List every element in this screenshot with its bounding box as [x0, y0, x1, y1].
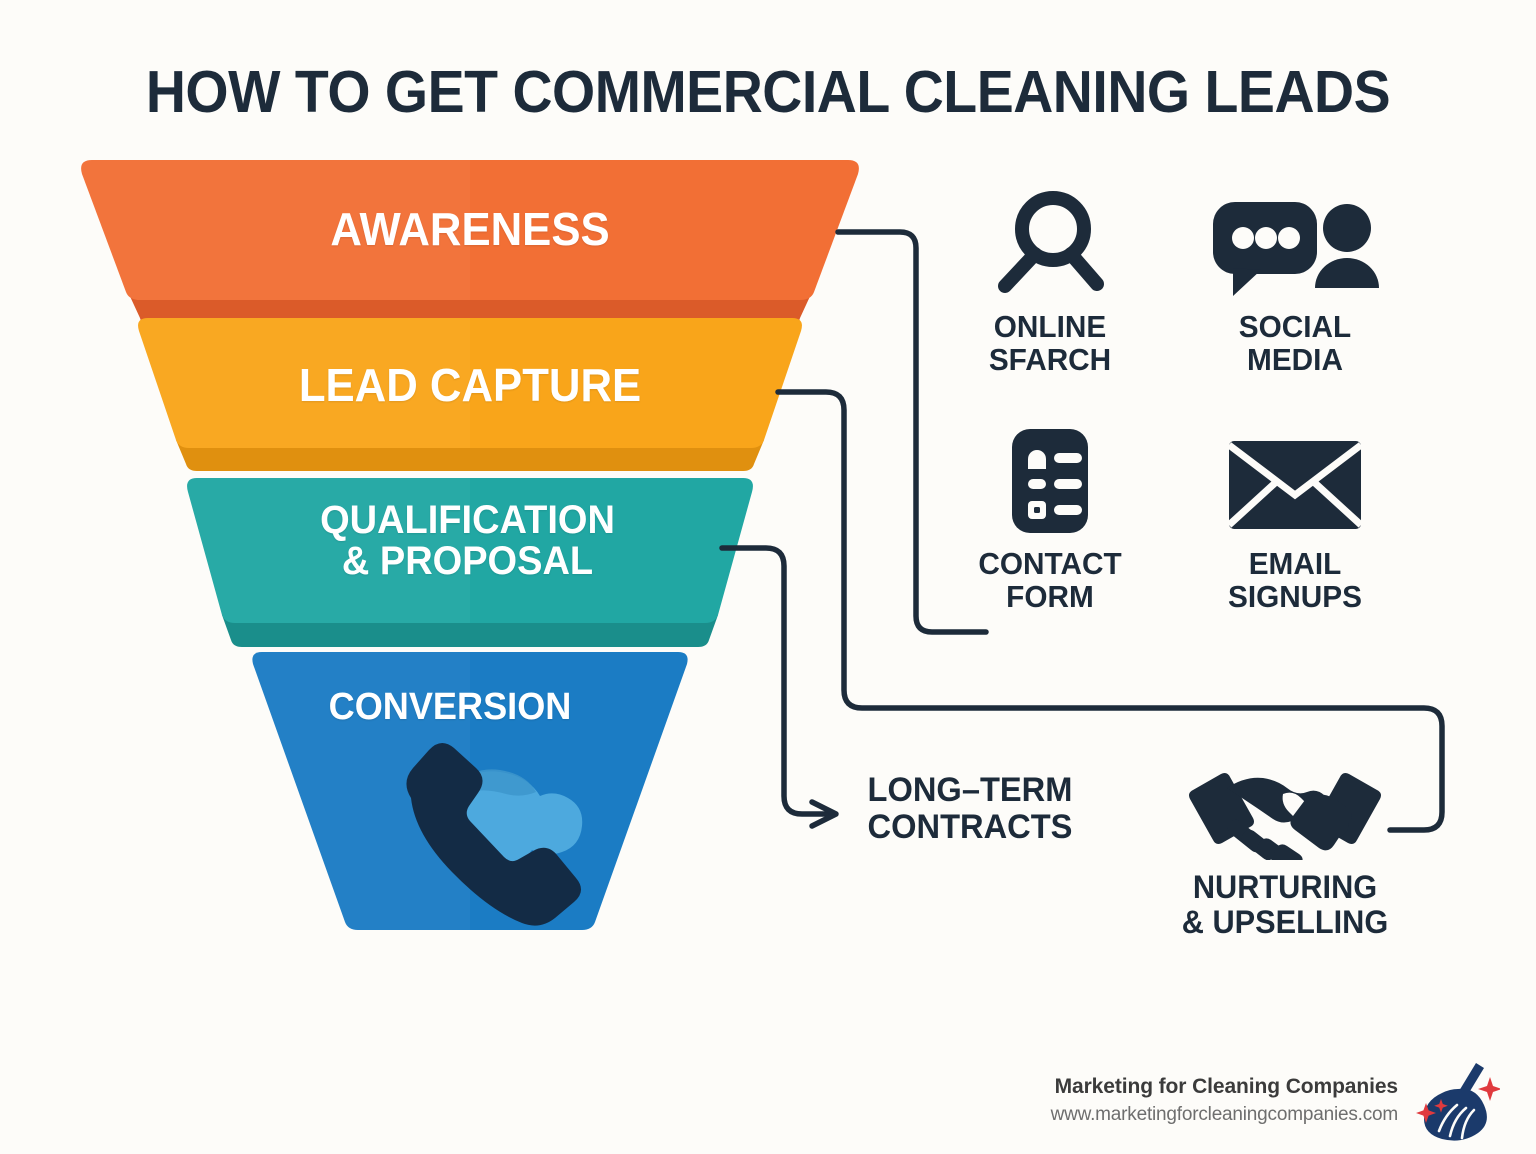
- channel-online-search[interactable]: ONLINE SFARCH: [905, 188, 1195, 377]
- broom-sparkle-icon: [1414, 1055, 1502, 1146]
- page-title: HOW TO GET COMMERCIAL CLEANING LEADS: [145, 59, 1391, 125]
- footer-text: Marketing for Cleaning Companies www.mar…: [1050, 1075, 1399, 1126]
- phone-call-icon: [406, 742, 583, 926]
- channel-caption-email-signups: EMAIL SIGNUPS: [1228, 546, 1362, 615]
- funnel-label-lead-capture: LEAD CAPTURE: [298, 359, 642, 411]
- envelope-icon: [1150, 425, 1440, 537]
- funnel-label-awareness: AWARENESS: [330, 203, 610, 255]
- footer-brand: Marketing for Cleaning Companies: [1054, 1075, 1398, 1098]
- footer: Marketing for Cleaning Companies www.mar…: [900, 1055, 1502, 1146]
- channel-caption-nurturing-upselling: NURTURING & UPSELLING: [1181, 869, 1389, 940]
- channel-contact-form[interactable]: CONTACT FORM: [905, 425, 1195, 614]
- channel-caption-online-search: ONLINE SFARCH: [988, 309, 1112, 378]
- channel-social-media[interactable]: SOCIAL MEDIA: [1150, 188, 1440, 377]
- chat-person-icon: [1150, 188, 1440, 300]
- handshake-icon: [1105, 760, 1465, 860]
- funnel-label-conversion: CONVERSION: [328, 686, 572, 728]
- channel-email-signups[interactable]: EMAIL SIGNUPS: [1150, 425, 1440, 614]
- funnel-label-qualification: QUALIFICATION & PROPOSAL: [320, 498, 615, 583]
- form-document-icon: [905, 425, 1195, 537]
- magnifier-icon: [905, 188, 1195, 300]
- channel-long-term-contracts[interactable]: LONG–TERM CONTRACTS: [810, 771, 1130, 846]
- channel-nurturing-upselling[interactable]: NURTURING & UPSELLING: [1105, 760, 1465, 939]
- channel-caption-social-media: SOCIAL MEDIA: [1238, 309, 1352, 378]
- footer-url[interactable]: www.marketingforcleaningcompanies.com: [1050, 1104, 1399, 1125]
- channel-caption-contact-form: CONTACT FORM: [978, 546, 1122, 615]
- channel-caption-long-term-contracts: LONG–TERM CONTRACTS: [867, 771, 1073, 846]
